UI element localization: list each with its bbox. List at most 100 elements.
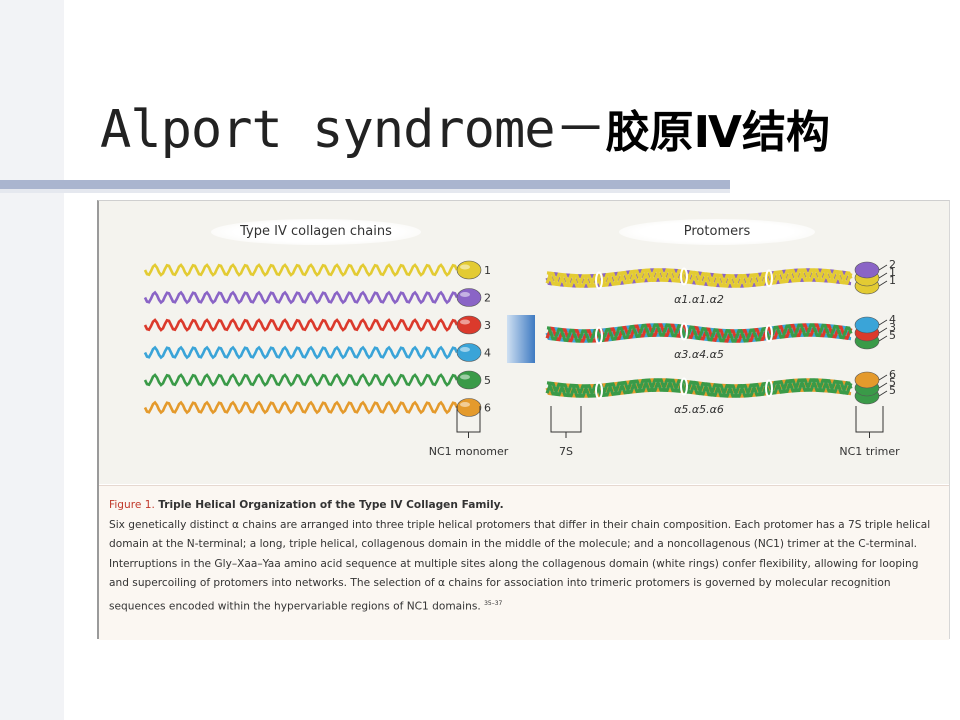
protomer-name: α3.α4.α5 xyxy=(674,348,724,361)
alpha-chain-5: 5 xyxy=(143,370,491,390)
chain-number-label: 5 xyxy=(484,374,491,387)
trimer-label-leader xyxy=(878,335,888,342)
nc1-monomer-label: NC1 monomer xyxy=(429,445,509,458)
chain-number-label: 2 xyxy=(484,292,491,305)
nc1-domain-ball xyxy=(456,288,482,307)
nc1-trimer-ball xyxy=(854,261,880,279)
chain-helix xyxy=(143,400,459,415)
alpha-chain-1: 1 xyxy=(143,260,491,280)
caption-heading: Triple Helical Organization of the Type … xyxy=(158,499,504,511)
trimer-chain-label: 5 xyxy=(889,384,896,397)
bracket-line xyxy=(855,406,884,438)
trimer-chain-label: 6 xyxy=(889,368,896,381)
flexibility-ring xyxy=(595,326,603,345)
trimer-chain-label: 5 xyxy=(889,376,896,389)
nc1-domain-ball xyxy=(456,398,482,417)
nc1-trimer-bracket xyxy=(855,406,884,438)
ball-highlight xyxy=(460,374,470,380)
trimer-chain-label: 4 xyxy=(889,313,896,326)
trimer-label-leader xyxy=(878,280,888,287)
trimer-chain-label: 1 xyxy=(889,266,896,279)
seven-s-bracket xyxy=(550,406,582,438)
slide-title: Alport syndrome－胶原Ⅳ结构 xyxy=(100,90,830,170)
right-panel-header: Protomers xyxy=(619,219,815,245)
nc1-domain-ball xyxy=(456,343,482,362)
bracket-line xyxy=(456,406,481,438)
transition-arrow xyxy=(507,315,535,363)
nc1-domain-ball xyxy=(456,260,482,280)
alpha-chain-4: 4 xyxy=(143,343,491,362)
title-underline-bar xyxy=(0,180,730,189)
ball-highlight xyxy=(460,264,470,270)
protomer-strand xyxy=(546,323,853,343)
flexibility-ring xyxy=(595,271,603,290)
nc1-domain-ball xyxy=(456,370,482,390)
ball-highlight xyxy=(460,402,470,407)
trimer-label-leader xyxy=(878,390,888,397)
protomer-strand xyxy=(546,268,853,288)
protomer-strand xyxy=(546,378,853,398)
protomer-2: 435 α3.α4.α5 xyxy=(545,313,896,361)
alpha-chain-3: 3 xyxy=(143,315,491,335)
flexibility-ring xyxy=(595,381,603,400)
slide-title-cjk: 胶原Ⅳ结构 xyxy=(605,107,830,158)
caption-title: Figure 1. Triple Helical Organization of… xyxy=(109,496,937,516)
ball-highlight xyxy=(460,292,470,297)
title-underline-shadow xyxy=(0,189,730,193)
protomer-name: α5.α5.α6 xyxy=(674,403,724,416)
chain-number-label: 1 xyxy=(484,264,491,277)
trimer-label-leader xyxy=(878,382,888,389)
alpha-chains-group: 1 2 3 4 5 6 xyxy=(143,260,491,417)
domain-brackets-group: NC1 monomer 7S NC1 trimer xyxy=(429,406,900,458)
caption-body: Six genetically distinct α chains are ar… xyxy=(109,516,937,617)
trimer-chain-label: 1 xyxy=(889,274,896,287)
caption-figure-label: Figure 1. xyxy=(109,499,155,511)
chain-helix xyxy=(143,373,459,387)
trimer-chain-label: 5 xyxy=(889,329,896,342)
seven-s-label: 7S xyxy=(559,445,573,458)
protomer-name: α1.α1.α2 xyxy=(674,293,724,306)
trimer-label-leader xyxy=(878,327,888,334)
nc1-trimer-ball xyxy=(854,371,880,389)
nc1-trimer-ball xyxy=(854,316,880,334)
caption-body-text: Six genetically distinct α chains are ar… xyxy=(109,518,931,613)
ball-highlight xyxy=(460,347,470,352)
flexibility-ring xyxy=(680,322,688,341)
alpha-chain-6: 6 xyxy=(143,398,491,417)
chain-helix xyxy=(143,263,459,277)
figure-caption-panel: Figure 1. Triple Helical Organization of… xyxy=(99,485,949,640)
trimer-chain-label: 2 xyxy=(889,258,896,271)
chain-helix xyxy=(143,318,459,332)
trimer-label-leader xyxy=(878,319,888,326)
chain-number-label: 3 xyxy=(484,319,491,332)
caption-references: 35–37 xyxy=(484,599,503,607)
flexibility-ring xyxy=(765,324,773,343)
figure-caption: Figure 1. Triple Helical Organization of… xyxy=(109,496,937,617)
flexibility-ring xyxy=(680,267,688,286)
flexibility-ring xyxy=(765,269,773,288)
chain-number-label: 6 xyxy=(484,402,491,415)
ball-highlight xyxy=(460,319,470,325)
slide-left-band xyxy=(0,0,64,720)
trimer-label-leader xyxy=(878,272,888,279)
alpha-chain-2: 2 xyxy=(143,288,491,307)
flexibility-ring xyxy=(765,379,773,398)
trimer-label-leader xyxy=(878,374,888,381)
chain-number-label: 4 xyxy=(484,347,491,360)
bracket-line xyxy=(550,406,582,438)
trimer-label-leader xyxy=(878,264,888,271)
nc1-domain-ball xyxy=(456,315,482,335)
trimer-chain-label: 3 xyxy=(889,321,896,334)
chain-helix xyxy=(143,345,459,360)
nc1-monomer-bracket xyxy=(456,406,481,438)
flexibility-ring xyxy=(680,377,688,396)
left-panel-header: Type IV collagen chains xyxy=(211,219,421,245)
chain-helix xyxy=(143,290,459,305)
slide-title-latin: Alport syndrome－ xyxy=(100,100,607,160)
nc1-trimer-label: NC1 trimer xyxy=(839,445,900,458)
